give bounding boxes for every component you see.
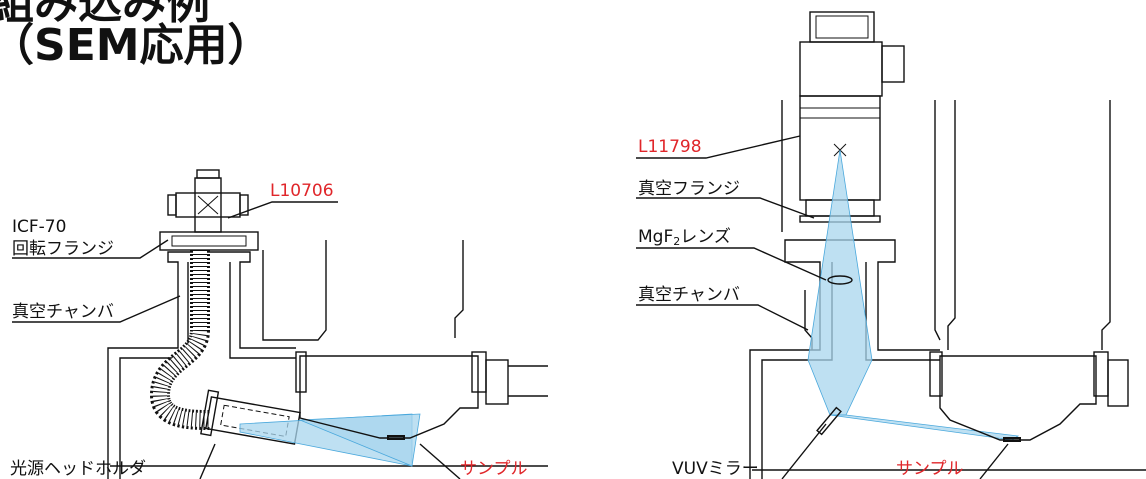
label-right-chamber: 真空チャンバ	[638, 285, 740, 305]
label-head-holder: 光源ヘッドホルダ	[10, 459, 146, 479]
label-l11798: L11798	[638, 137, 702, 157]
left-chamber-inner-2	[229, 262, 296, 359]
right-column-far-2	[1101, 100, 1111, 350]
right-chamber-wall	[749, 239, 940, 479]
leader-right-chamber	[636, 304, 809, 331]
left-column-2	[454, 240, 464, 338]
heading-line-1: 組み込み例	[0, 0, 210, 29]
left-light-beam-2	[299, 413, 421, 467]
right-diagram: L11798 真空フランジ MgF2レンズ 真空チャンバ VUVミラー サンプル	[636, 11, 1146, 479]
label-mgf2-rest: レンズ	[680, 227, 731, 247]
leader-right-sample	[979, 443, 1009, 479]
leader-l10706	[227, 201, 338, 219]
icf70-flange-inner	[171, 235, 247, 247]
l11798-lamp	[799, 11, 905, 223]
right-chamber-inner-2	[865, 262, 940, 361]
leader-icf70	[12, 239, 169, 259]
label-l10706: L10706	[270, 181, 334, 201]
heading-line-2: （SEM応用）	[0, 20, 272, 71]
leader-mgf2-lens	[636, 247, 827, 281]
label-mgf2-subscript: 2	[673, 235, 680, 248]
leader-head-holder	[199, 443, 216, 479]
right-light-beam-reflect	[829, 414, 1020, 441]
bellows-tube-core	[152, 250, 211, 427]
right-column-far	[947, 100, 956, 350]
label-icf70: ICF-70	[12, 217, 66, 237]
leader-chamber	[12, 295, 181, 323]
leader-sample	[419, 443, 461, 479]
label-mgf2-main: MgF	[638, 227, 673, 247]
label-mgf2-lens: MgF2レンズ	[638, 227, 731, 248]
right-light-beam	[807, 149, 873, 416]
mgf2-lens	[827, 275, 853, 285]
leader-l11798	[636, 135, 801, 159]
label-right-sample: サンプル	[896, 459, 964, 479]
l10706-light-source	[167, 169, 249, 233]
leader-vacuum-flange	[636, 197, 815, 219]
right-column-right	[934, 100, 941, 341]
label-left-sample: サンプル	[460, 459, 528, 479]
right-sample-stage	[929, 351, 1129, 442]
left-column	[262, 240, 327, 341]
label-rotary-flange: 回転フランジ	[12, 239, 114, 259]
left-chamber-inner	[119, 262, 189, 479]
left-sample-stage	[295, 351, 548, 440]
label-vuv-mirror: VUVミラー	[672, 459, 759, 479]
leader-vuv-mirror	[781, 423, 827, 479]
label-left-chamber: 真空チャンバ	[12, 302, 114, 322]
left-diagram: L10706 ICF-70 回転フランジ 真空チャンバ 光源ヘッドホルダ サンプ…	[10, 169, 548, 479]
icf70-flange	[159, 231, 259, 251]
label-vacuum-flange: 真空フランジ	[638, 179, 740, 199]
left-chamber-wall	[107, 251, 296, 479]
